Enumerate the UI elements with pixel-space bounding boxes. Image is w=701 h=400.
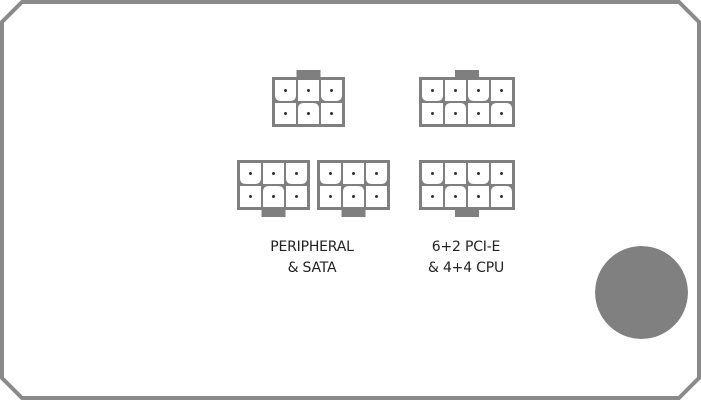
pcie-cpu-label: 6+2 PCI-E & 4+4 CPU: [386, 237, 546, 279]
pin-dot: [307, 89, 310, 92]
pin-dot: [249, 172, 252, 175]
pin-dot: [431, 195, 434, 198]
pin-dot: [375, 172, 378, 175]
pin-dot: [330, 89, 333, 92]
connector-8pin-top-right: [419, 70, 515, 127]
pin-dot: [500, 172, 503, 175]
pin-dot: [352, 195, 355, 198]
pin-dot: [431, 89, 434, 92]
pin-dot: [307, 112, 310, 115]
pin-dot: [477, 172, 480, 175]
pin-dot: [330, 112, 333, 115]
fan-circle: [595, 246, 688, 339]
pin-dot: [477, 195, 480, 198]
peripheral-label-line2: & SATA: [287, 260, 337, 276]
pin-dot: [431, 172, 434, 175]
pin-dot: [295, 172, 298, 175]
pin-dot: [329, 172, 332, 175]
pin-dot: [249, 195, 252, 198]
pin-dot: [454, 112, 457, 115]
pin-dot: [295, 195, 298, 198]
pin-dot: [284, 112, 287, 115]
pin-dot: [477, 89, 480, 92]
connector-latch: [455, 70, 479, 77]
pin-dot: [272, 195, 275, 198]
pcie-label-line1: 6+2 PCI-E: [431, 239, 501, 255]
pin-dot: [500, 89, 503, 92]
pin-dot: [329, 195, 332, 198]
pin-dot: [431, 112, 434, 115]
connector-8pin-bottom-right: [419, 160, 515, 217]
pin-dot: [500, 195, 503, 198]
pin-dot: [477, 112, 480, 115]
connector-6pin-peripheral-right: [317, 160, 390, 217]
connector-latch: [341, 210, 366, 217]
peripheral-label-line1: PERIPHERAL: [270, 239, 354, 255]
pin-dot: [454, 172, 457, 175]
pin-dot: [272, 172, 275, 175]
pin-dot: [454, 195, 457, 198]
pcie-label-line2: & 4+4 CPU: [427, 260, 505, 276]
connector-6pin-peripheral-left: [237, 160, 310, 217]
connector-latch: [261, 210, 286, 217]
connector-latch: [455, 210, 479, 217]
pin-dot: [454, 89, 457, 92]
connector-6pin-top-left: [272, 70, 345, 127]
connector-latch: [296, 70, 321, 77]
pin-dot: [284, 89, 287, 92]
peripheral-sata-label: PERIPHERAL & SATA: [232, 237, 392, 279]
connector-group: [237, 70, 515, 217]
pin-dot: [352, 172, 355, 175]
pin-dot: [375, 195, 378, 198]
pin-dot: [500, 112, 503, 115]
